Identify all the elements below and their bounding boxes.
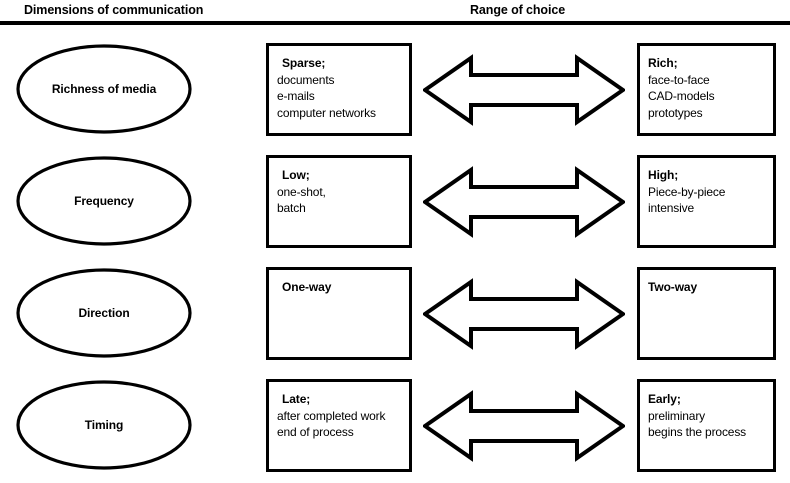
diagram-header: Dimensions of communication Range of cho…: [0, 0, 790, 27]
double-headed-arrow-icon: [423, 277, 625, 351]
high-end-line: prototypes: [648, 105, 703, 120]
dimension-ellipse: Frequency: [14, 154, 194, 248]
low-end-heading: Low;: [282, 168, 310, 182]
double-headed-arrow-icon: [423, 53, 625, 127]
low-end-line: documents: [277, 72, 335, 87]
diagram-row: Timing Late; after completed work end of…: [0, 372, 790, 482]
low-end-heading: One-way: [282, 280, 332, 294]
low-end-heading: Sparse;: [282, 56, 326, 70]
high-end-line: preliminary: [648, 408, 706, 423]
high-end-line: intensive: [648, 201, 695, 215]
low-end-box: Low; one-shot, batch: [266, 155, 412, 248]
dimension-ellipse: Timing: [14, 378, 194, 472]
low-end-box: Late; after completed work end of proces…: [266, 379, 412, 472]
high-end-heading: Rich;: [648, 56, 678, 70]
double-headed-arrow-icon: [423, 389, 625, 463]
high-end-line: Piece-by-piece: [648, 184, 726, 199]
high-end-box: Two-way: [637, 267, 776, 360]
low-end-line: batch: [277, 201, 306, 215]
header-divider-rule: [0, 21, 790, 25]
dimension-ellipse: Richness of media: [14, 42, 194, 136]
low-end-line: end of process: [277, 425, 354, 439]
low-end-heading: Late;: [282, 392, 311, 406]
header-right-title: Range of choice: [470, 3, 566, 17]
high-end-box: Early; preliminary begins the process: [637, 379, 776, 472]
low-end-line: computer networks: [277, 105, 376, 120]
diagram-row: Frequency Low; one-shot, batch High; Pie…: [0, 148, 790, 258]
high-end-line: CAD-models: [648, 89, 715, 103]
high-end-heading: Two-way: [648, 280, 698, 294]
low-end-box: One-way: [266, 267, 412, 360]
header-left-title: Dimensions of communication: [24, 3, 204, 17]
dimension-label: Richness of media: [51, 82, 157, 96]
high-end-heading: High;: [648, 168, 679, 182]
high-end-line: face-to-face: [648, 72, 710, 87]
diagram-row: Direction One-way Two-way: [0, 260, 790, 370]
dimension-label: Timing: [84, 418, 124, 432]
low-end-line: one-shot,: [277, 184, 326, 199]
dimension-label: Direction: [78, 306, 130, 320]
high-end-line: begins the process: [648, 425, 747, 439]
dimension-ellipse: Direction: [14, 266, 194, 360]
low-end-box: Sparse; documents e-mails computer netwo…: [266, 43, 412, 136]
diagram-row: Richness of media Sparse; documents e-ma…: [0, 36, 790, 146]
low-end-line: e-mails: [277, 89, 315, 103]
dimension-label: Frequency: [74, 194, 134, 208]
high-end-box: Rich; face-to-face CAD-models prototypes: [637, 43, 776, 136]
high-end-box: High; Piece-by-piece intensive: [637, 155, 776, 248]
high-end-heading: Early;: [648, 392, 681, 406]
low-end-line: after completed work: [277, 408, 386, 423]
double-headed-arrow-icon: [423, 165, 625, 239]
